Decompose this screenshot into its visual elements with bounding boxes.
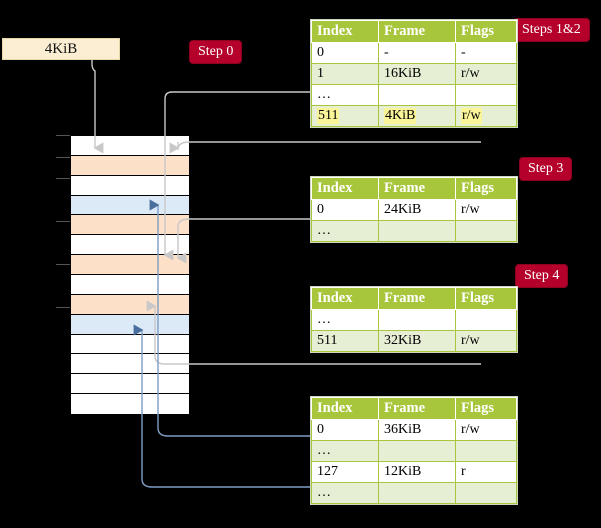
table-cell: 1 xyxy=(311,63,379,85)
memory-tick xyxy=(56,221,70,222)
table-row: 511 4KiB r/w xyxy=(311,105,517,127)
memory-frame-row xyxy=(71,175,189,196)
table-3-header-index: Index xyxy=(311,287,379,310)
table-cell xyxy=(378,440,456,462)
table-cell: r/w xyxy=(455,199,517,221)
table-cell: - xyxy=(455,42,517,64)
table-cell: … xyxy=(311,440,379,462)
table-cell: 127 xyxy=(311,461,379,483)
table-cell xyxy=(378,309,456,331)
table-cell xyxy=(455,220,517,242)
memory-frame-row xyxy=(71,275,189,295)
table-cell: 0 xyxy=(311,199,379,221)
memory-tick xyxy=(56,307,70,308)
highlighted-value: r/w xyxy=(461,108,482,124)
table-2-header-flags: Flags xyxy=(455,177,517,200)
step-badge-steps12: Steps 1&2 xyxy=(514,19,589,41)
table-cell xyxy=(455,482,517,504)
table-4-header-frame: Frame xyxy=(378,397,456,420)
memory-frame-row xyxy=(71,314,189,335)
table-3-header-frame: Frame xyxy=(378,287,456,310)
table-cell: 36KiB xyxy=(378,419,456,441)
table-cell xyxy=(378,220,456,242)
memory-tick xyxy=(56,157,70,158)
table-cell: 24KiB xyxy=(378,199,456,221)
table-cell: r/w xyxy=(455,63,517,85)
step-badge-step4: Step 4 xyxy=(516,265,568,287)
table-cell: r/w xyxy=(455,419,517,441)
table-cell: 0 xyxy=(311,419,379,441)
table-4-header-index: Index xyxy=(311,397,379,420)
table-cell xyxy=(455,440,517,462)
table-1-header-index: Index xyxy=(311,20,379,43)
memory-frame-row xyxy=(71,334,189,355)
table-cell: - xyxy=(378,42,456,64)
highlighted-value: 511 xyxy=(317,108,340,124)
physical-memory-column xyxy=(70,135,190,415)
table-cell xyxy=(378,482,456,504)
table-row: … xyxy=(311,482,517,504)
table-cell: r/w xyxy=(455,105,517,127)
table-cell: 32KiB xyxy=(378,330,456,352)
table-2-header-frame: Frame xyxy=(378,177,456,200)
table-1-header-frame: Frame xyxy=(378,20,456,43)
highlighted-value: 4KiB xyxy=(384,108,417,124)
step-badge-step0: Step 0 xyxy=(190,41,242,63)
table-cell: 12KiB xyxy=(378,461,456,483)
table-cell: r xyxy=(455,461,517,483)
memory-tick xyxy=(56,264,70,265)
table-row: … xyxy=(311,84,517,106)
table-3-header-flags: Flags xyxy=(455,287,517,310)
memory-frame-row xyxy=(71,235,189,256)
table-cell: … xyxy=(311,84,379,106)
memory-frame-row xyxy=(71,374,189,395)
table-cell: 4KiB xyxy=(378,105,456,127)
table-cell: … xyxy=(311,482,379,504)
memory-frame-row xyxy=(71,394,189,414)
memory-frame-row xyxy=(71,155,189,176)
memory-tick xyxy=(56,135,70,136)
memory-frame-row xyxy=(71,294,189,315)
memory-frame-row xyxy=(71,215,189,236)
memory-tick xyxy=(56,178,70,179)
page-size-label: 4KiB xyxy=(44,40,78,57)
table-cell xyxy=(455,84,517,106)
table-row: … xyxy=(311,309,517,331)
table-cell: 0 xyxy=(311,42,379,64)
table-row: … xyxy=(311,220,517,242)
step-badge-step3: Step 3 xyxy=(520,158,572,180)
table-row: 0-- xyxy=(311,42,517,64)
table-cell: … xyxy=(311,309,379,331)
table-cell: 511 xyxy=(311,105,379,127)
table-cell: 16KiB xyxy=(378,63,456,85)
memory-frame-row xyxy=(71,255,189,275)
table-4-header-flags: Flags xyxy=(455,397,517,420)
table-cell: … xyxy=(311,220,379,242)
table-2-header-index: Index xyxy=(311,177,379,200)
memory-frame-row xyxy=(71,195,189,216)
table-cell: r/w xyxy=(455,330,517,352)
table-cell: 511 xyxy=(311,330,379,352)
page-size-label-box: 4KiB xyxy=(2,38,120,60)
table-cell xyxy=(378,84,456,106)
table-row: … xyxy=(311,440,517,462)
table-1-header-flags: Flags xyxy=(455,20,517,43)
table-cell xyxy=(455,309,517,331)
memory-frame-row xyxy=(71,354,189,375)
